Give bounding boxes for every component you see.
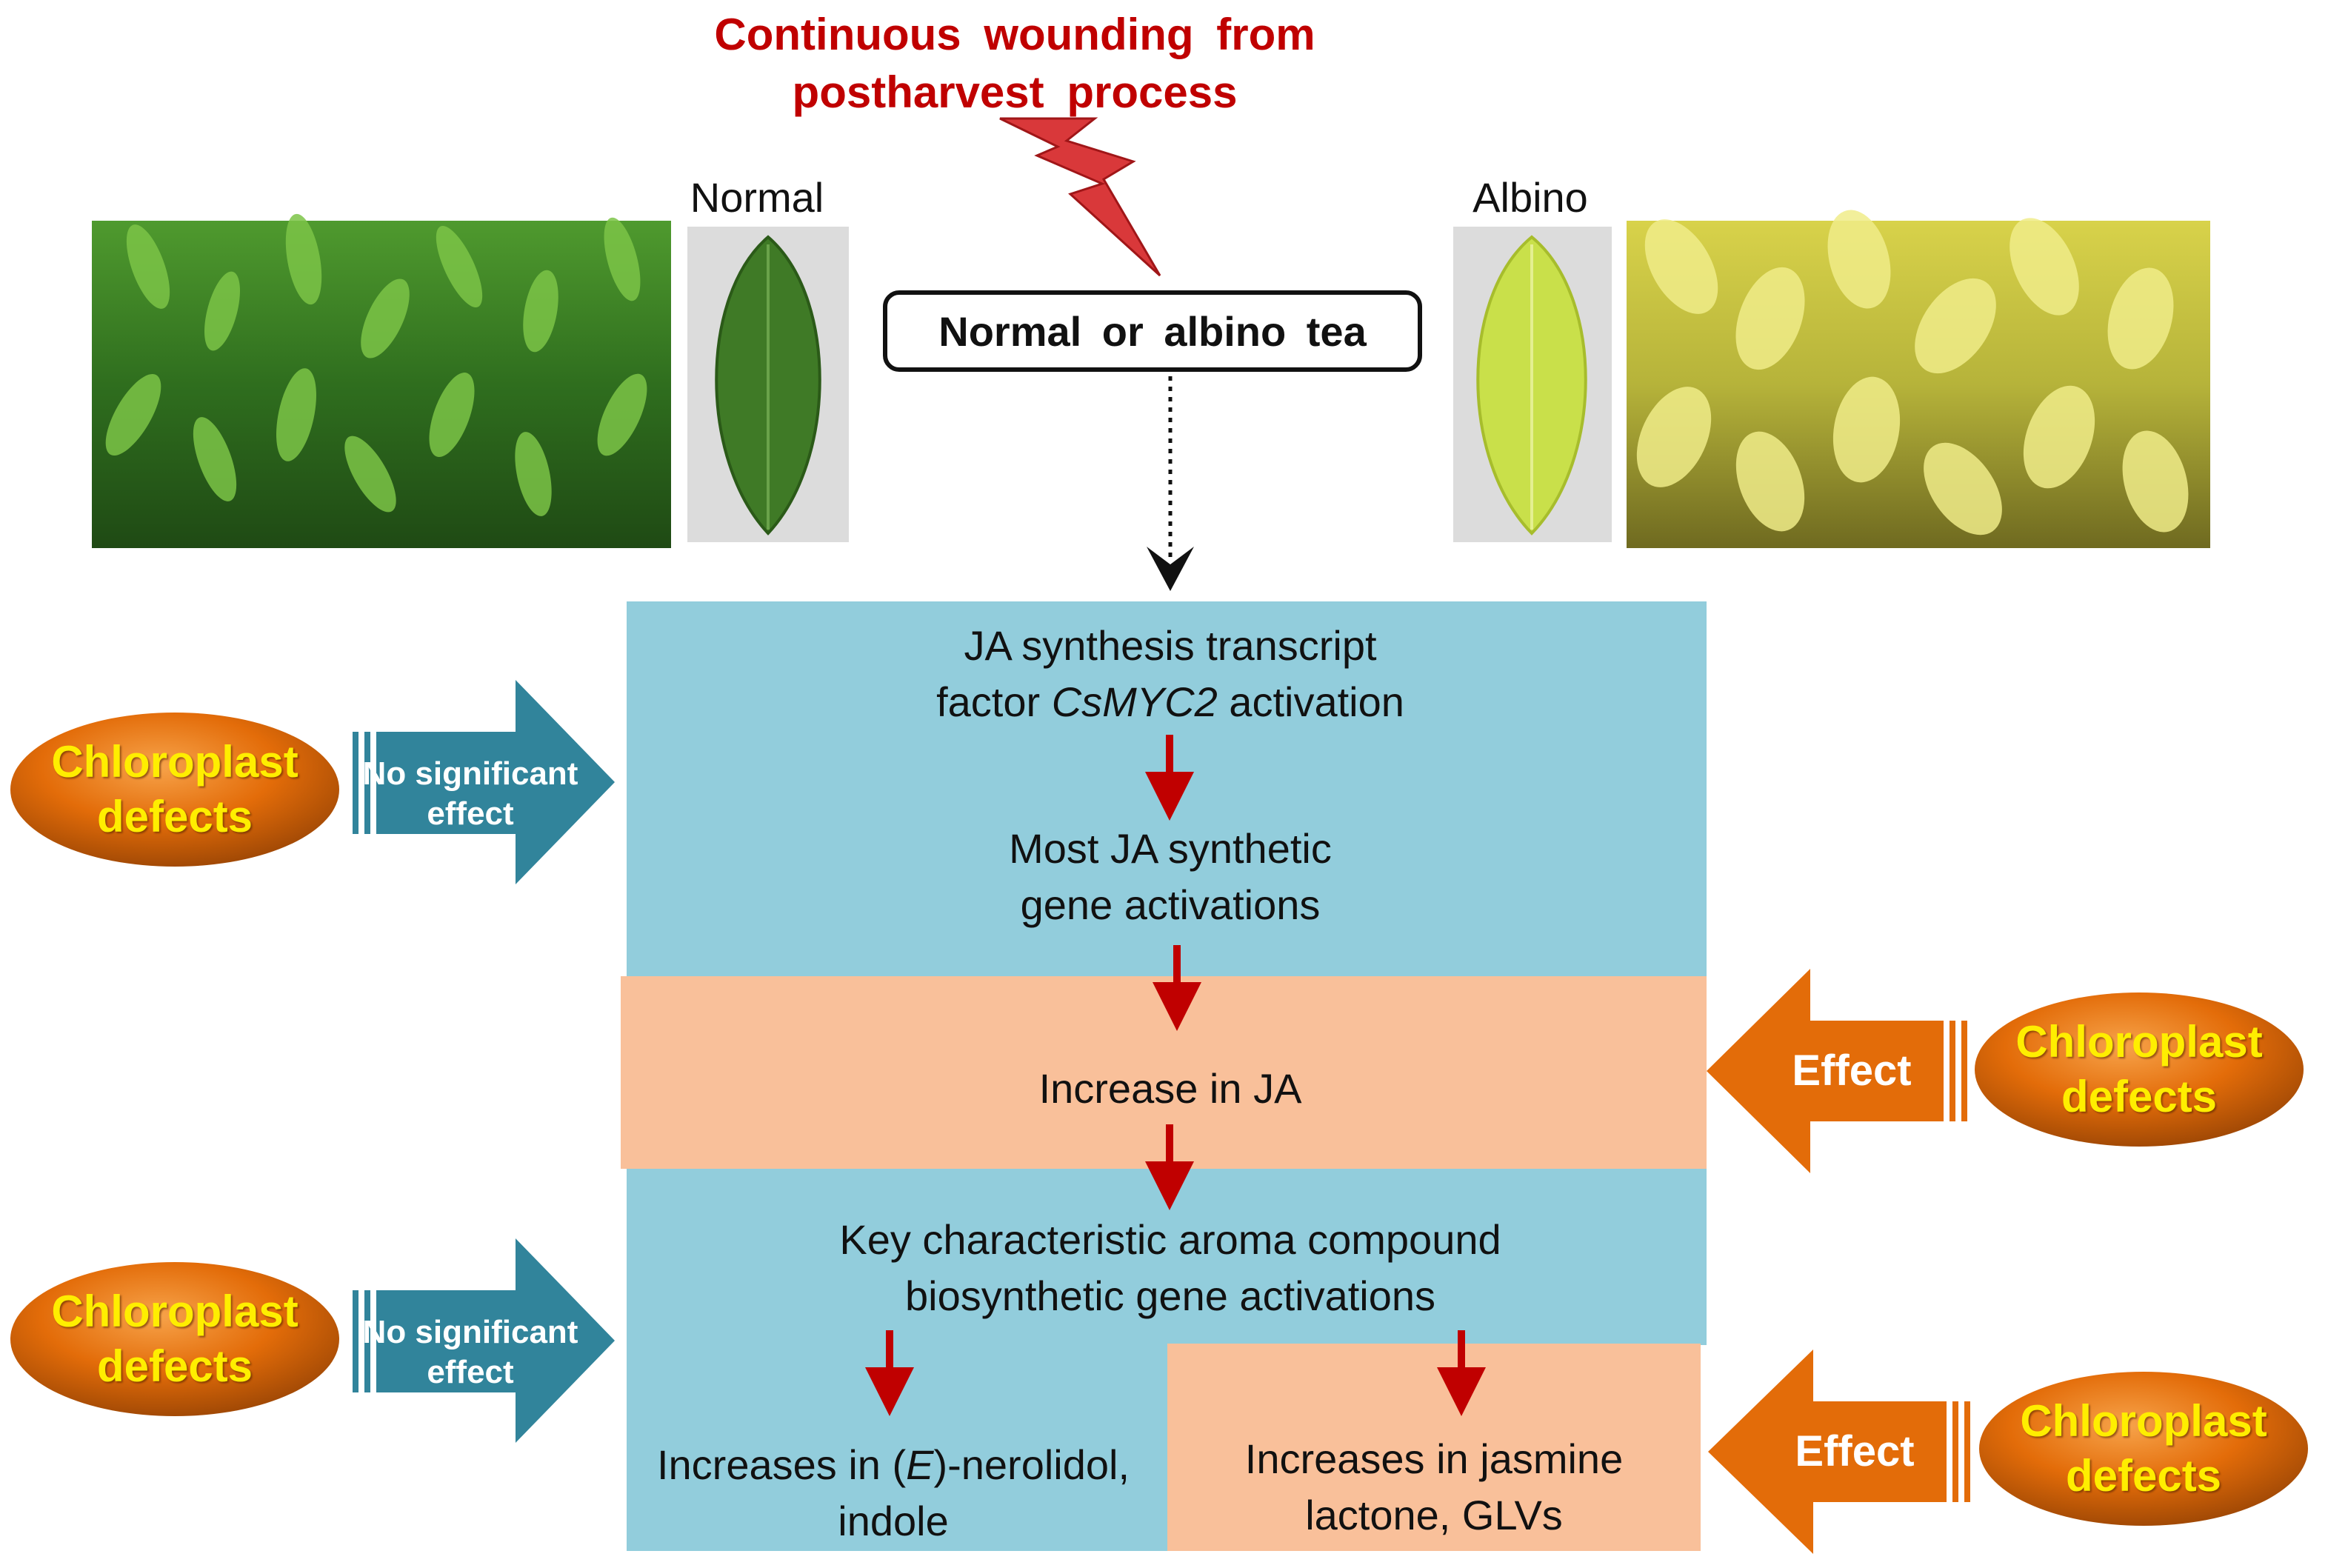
nerolidol-suffix: )-nerolidol, <box>933 1441 1130 1488</box>
diagram-title: Continuous wounding from postharvest pro… <box>563 6 1467 121</box>
panel-jasmine-text: Increases in jasmine lactone, GLVs <box>1182 1431 1686 1544</box>
effect-label-top: Effect <box>1792 1047 1912 1095</box>
albino-tea-field-photo <box>1627 210 2210 548</box>
chloroplast-word: Chloroplast <box>2020 1396 2267 1446</box>
nerolidol-line-2: indole <box>838 1498 949 1544</box>
jasmine-line-1: Increases in jasmine <box>1244 1435 1624 1482</box>
chloroplast-label-right-top: Chloroplast defects <box>1982 1015 2296 1124</box>
panel-jasmine-bg <box>1167 1344 1701 1551</box>
no-effect-arrow-bottom-icon <box>353 1238 615 1443</box>
panel-ja-synthesis-text: JA synthesis transcript factor CsMYC2 ac… <box>815 618 1526 730</box>
tea-type-box: Normal or albino tea <box>883 290 1422 372</box>
title-line-1: Continuous wounding from <box>714 10 1315 59</box>
aroma-genes-line-1: Key characteristic aroma compound <box>839 1216 1501 1263</box>
chloroplast-label-right-bottom: Chloroplast defects <box>1987 1394 2301 1504</box>
panel-ja-genes-text: Most JA synthetic gene activations <box>852 821 1489 933</box>
no-effect-label-bottom: No significant effect <box>348 1312 593 1392</box>
nerolidol-italic-e: E <box>906 1441 934 1488</box>
jasmine-line-2: lactone, GLVs <box>1305 1492 1563 1538</box>
chloroplast-label-left-top: Chloroplast defects <box>18 735 332 844</box>
no-significant-text: No significant <box>362 755 578 792</box>
defects-word: defects <box>96 1341 253 1391</box>
ja-synthesis-line-1: JA synthesis transcript <box>964 622 1377 669</box>
chloroplast-ellipse-left-top <box>10 713 339 867</box>
normal-tea-field-photo <box>92 213 671 548</box>
chloroplast-ellipse-right-top <box>1975 992 2304 1147</box>
effect-arrow-top-icon <box>1707 969 1967 1173</box>
ja-synthesis-line-2: factor CsMYC2 activation <box>815 674 1526 730</box>
increase-ja-text: Increase in JA <box>1038 1065 1302 1112</box>
defects-word: defects <box>2065 1451 2222 1501</box>
effect-text: effect <box>427 1354 514 1390</box>
wounding-lightning-icon <box>999 117 1161 277</box>
panel-increase-ja-bg <box>621 976 1707 1169</box>
panel-aroma-genes-text: Key characteristic aroma compound biosyn… <box>711 1212 1630 1324</box>
chloroplast-ellipse-right-bottom <box>1979 1372 2308 1526</box>
title-line-2: postharvest process <box>792 67 1238 117</box>
chloroplast-word: Chloroplast <box>51 737 298 787</box>
chloroplast-ellipse-left-bottom <box>10 1262 339 1416</box>
red-flow-arrows <box>865 735 1486 1416</box>
red-arrow-3-icon <box>1145 1124 1194 1210</box>
defects-word: defects <box>96 792 253 841</box>
red-arrow-2-icon <box>1153 945 1201 1031</box>
normal-leaf-photo <box>687 227 849 542</box>
chloroplast-label-left-bottom: Chloroplast defects <box>18 1284 332 1394</box>
connector-arrowhead-icon <box>1147 547 1194 591</box>
no-effect-arrow-top-icon <box>353 680 615 884</box>
no-effect-label-top: No significant effect <box>348 754 593 834</box>
ja-synthesis-suffix: activation <box>1217 678 1404 725</box>
gene-name-csmyc2: CsMYC2 <box>1051 678 1218 725</box>
nerolidol-prefix: Increases in ( <box>656 1441 907 1488</box>
panel-nerolidol-text: Increases in (E)-nerolidol, indole <box>619 1437 1167 1549</box>
effect-arrow-bottom-icon <box>1708 1350 1970 1554</box>
ja-genes-line-2: gene activations <box>1020 881 1321 928</box>
albino-label: Albino <box>1472 174 1588 221</box>
chloroplast-word: Chloroplast <box>51 1287 298 1336</box>
ja-synthesis-prefix: factor <box>936 678 1052 725</box>
normal-label: Normal <box>690 174 824 221</box>
red-arrow-1-icon <box>1145 735 1194 821</box>
chloroplast-word: Chloroplast <box>2015 1017 2263 1067</box>
aroma-genes-line-2: biosynthetic gene activations <box>905 1272 1435 1319</box>
defects-word: defects <box>2061 1072 2218 1121</box>
effect-label-bottom: Effect <box>1795 1427 1915 1475</box>
albino-leaf-photo <box>1453 227 1612 542</box>
red-arrow-5-icon <box>1437 1330 1486 1416</box>
red-arrow-4-icon <box>865 1330 914 1416</box>
ja-genes-line-1: Most JA synthetic <box>1009 825 1332 872</box>
no-significant-text: No significant <box>362 1314 578 1350</box>
effect-text: effect <box>427 795 514 832</box>
nerolidol-line-1: Increases in (E)-nerolidol, <box>619 1437 1167 1493</box>
